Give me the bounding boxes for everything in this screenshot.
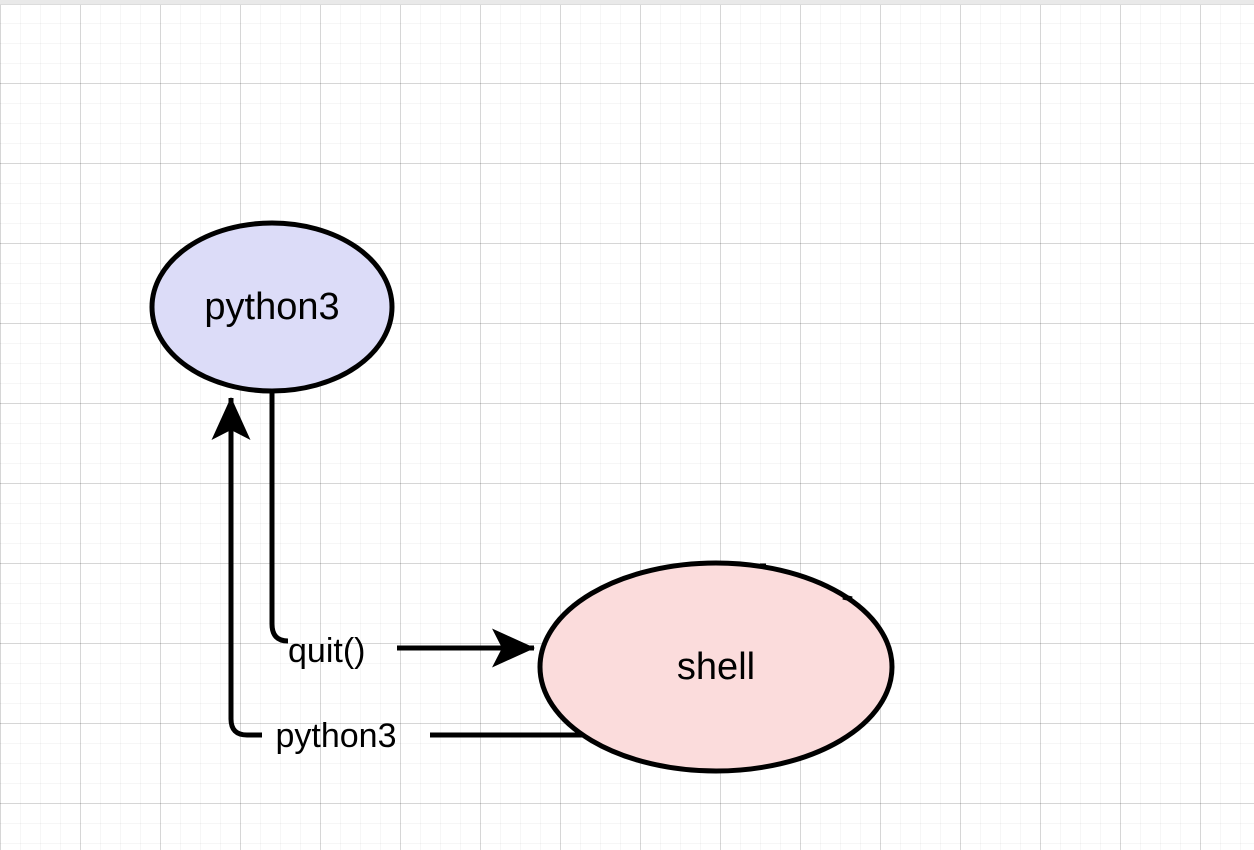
edge-shell-to-python3: python3 (211, 396, 590, 755)
edge-label-python3: python3 (276, 717, 397, 755)
node-python3[interactable]: python3 (149, 220, 395, 394)
shell-rim-tick-2 (842, 594, 853, 602)
shell-rim-artifacts (760, 563, 853, 602)
node-python3-label: python3 (204, 286, 339, 328)
node-shell[interactable]: shell (537, 560, 895, 774)
edge-python3-to-shell-segment-vertical (269, 386, 289, 644)
node-python3-ellipse[interactable] (149, 220, 395, 394)
window-top-band (0, 0, 1254, 5)
edge-shell-to-python3-segment-left (211, 396, 262, 738)
node-shell-ellipse[interactable] (537, 560, 895, 774)
edge-label-quit: quit() (288, 632, 365, 670)
node-shell-label: shell (677, 646, 755, 688)
edge-python3-to-shell: quit() (269, 386, 536, 670)
